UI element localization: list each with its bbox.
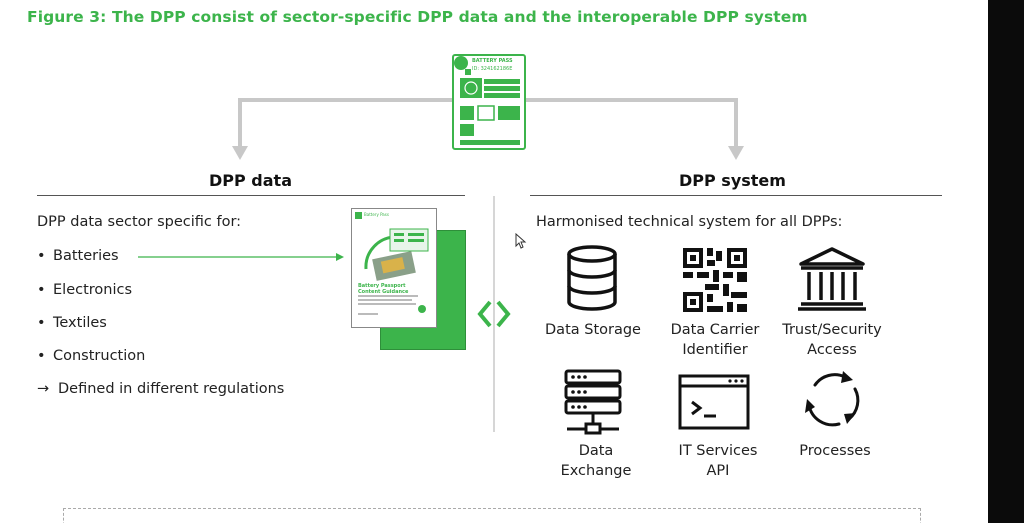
- it-services-label: IT Services: [678, 443, 758, 459]
- data-carrier-label: Data Carrier: [670, 322, 760, 338]
- battery-passport-card: BATTERY PASS ID: 324162186E: [452, 54, 526, 150]
- regulation-note: → Defined in different regulations: [37, 381, 284, 397]
- mouse-cursor-icon: [515, 233, 527, 249]
- dpp-system-intro: Harmonised technical system for all DPPs…: [536, 214, 843, 230]
- connector-arrows: [138, 98, 744, 432]
- dpp-system-heading: DPP system: [679, 171, 786, 190]
- data-exchange-line1: Data: [578, 443, 614, 459]
- bullet-symbol: •: [37, 315, 46, 331]
- document-title: Battery Passport Content Guidance: [358, 283, 409, 295]
- cycle-icon: [805, 371, 860, 427]
- sector-label: Batteries: [53, 248, 119, 264]
- trust-security-label: Trust/Security: [782, 322, 882, 338]
- right-arrow-icon: →: [37, 381, 50, 397]
- document-brand: Battery Pass: [364, 212, 389, 217]
- passport-card-title: BATTERY PASS: [472, 58, 513, 64]
- dpp-data-heading: DPP data: [209, 171, 292, 190]
- qr-code-icon: [683, 248, 747, 312]
- window-edge: [988, 0, 1024, 523]
- figure-title: Figure 3: The DPP consist of sector-spec…: [27, 8, 808, 26]
- database-icon: [567, 245, 617, 311]
- data-storage-label: Data Storage: [545, 322, 641, 338]
- api-label: API: [706, 463, 730, 479]
- building-icon: [798, 247, 866, 311]
- sector-item: • Construction: [37, 348, 145, 364]
- processes-label: Processes: [799, 443, 871, 459]
- server-icon: [564, 369, 622, 435]
- bullet-symbol: •: [37, 248, 46, 264]
- bottom-frame: [63, 508, 921, 523]
- sector-label: Construction: [53, 348, 146, 364]
- sector-label: Electronics: [53, 282, 133, 298]
- dpp-data-intro: DPP data sector specific for:: [37, 214, 242, 230]
- slide: Figure 3: The DPP consist of sector-spec…: [0, 0, 988, 523]
- guidance-document: Battery Pass Battery Passport Content Gu…: [351, 208, 437, 328]
- passport-card-id: ID: 324162186E: [472, 66, 513, 72]
- sector-item: • Electronics: [37, 282, 132, 298]
- bullet-symbol: •: [37, 282, 46, 298]
- identifier-label: Identifier: [682, 342, 748, 358]
- bullet-symbol: •: [37, 348, 46, 364]
- data-exchange-line2: Exchange: [560, 463, 632, 479]
- sector-label: Textiles: [53, 315, 107, 331]
- terminal-icon: [678, 374, 750, 430]
- dpp-system-rule: [530, 195, 942, 196]
- sector-item: • Textiles: [37, 315, 107, 331]
- dpp-data-rule: [37, 195, 465, 196]
- access-label: Access: [807, 342, 857, 358]
- regulation-note-text: Defined in different regulations: [58, 381, 285, 397]
- sector-item: • Batteries: [37, 248, 119, 264]
